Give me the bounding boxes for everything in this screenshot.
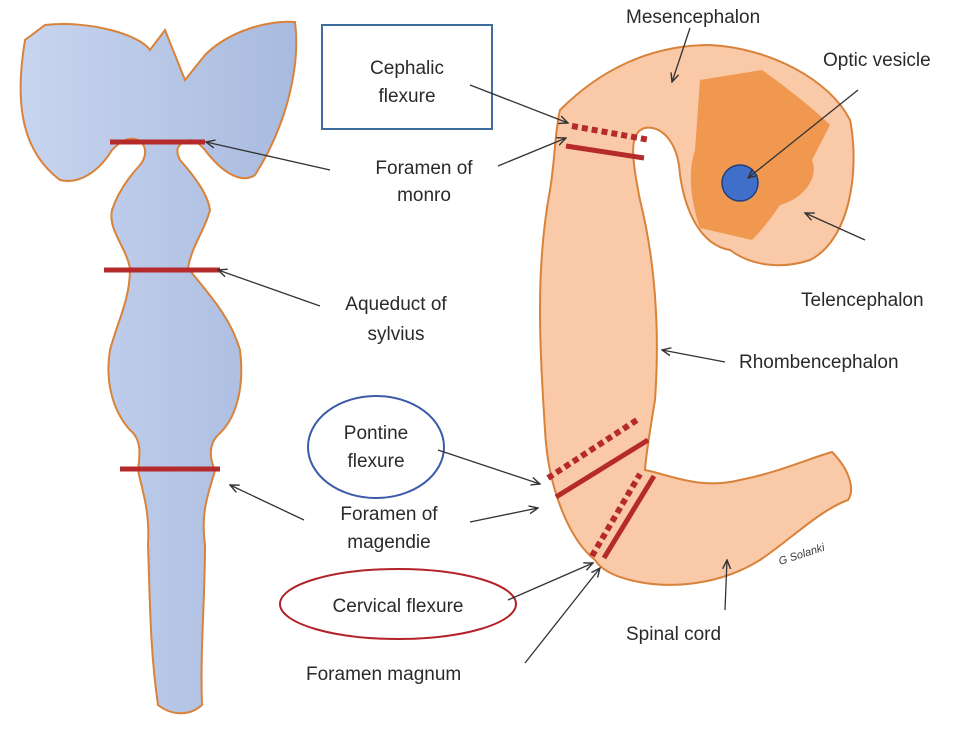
arrow-aqueduct — [218, 270, 320, 306]
label-aqueduct-line1: Aqueduct of — [345, 294, 447, 315]
arrow-cephalic-flexure — [470, 85, 568, 123]
label-telencephalon: Telencephalon — [801, 290, 924, 311]
label-foramen-magendie-line2: magendie — [347, 532, 430, 553]
label-spinal-cord: Spinal cord — [626, 624, 721, 645]
label-cervical-flexure: Cervical flexure — [333, 596, 464, 617]
label-rhombencephalon: Rhombencephalon — [739, 352, 899, 373]
ventricular-system-outline — [21, 22, 297, 713]
arrow-foramen-magnum — [525, 568, 600, 663]
optic-vesicle-shape — [722, 165, 758, 201]
label-foramen-monro-line2: monro — [397, 185, 451, 206]
arrow-magendie-right — [470, 508, 538, 522]
label-foramen-magendie-line1: Foramen of — [340, 504, 438, 525]
pontine-flexure-circle — [308, 396, 444, 498]
label-pontine-flexure-line2: flexure — [347, 451, 404, 472]
arrow-magendie-left — [230, 485, 304, 520]
arrow-pontine-flexure — [438, 450, 540, 484]
arrow-cervical-flexure — [508, 563, 593, 600]
label-cephalic-flexure-line1: Cephalic — [370, 58, 444, 79]
label-foramen-monro-line1: Foramen of — [375, 158, 473, 179]
signature-text: G Solanki — [777, 542, 827, 568]
label-mesencephalon: Mesencephalon — [626, 7, 760, 28]
label-cephalic-flexure-line2: flexure — [378, 86, 435, 107]
label-optic-vesicle: Optic vesicle — [823, 50, 931, 71]
label-foramen-magnum: Foramen magnum — [306, 664, 461, 685]
label-pontine-flexure-line1: Pontine — [344, 423, 408, 444]
label-aqueduct-line2: sylvius — [367, 324, 424, 345]
arrow-rhombencephalon — [662, 350, 725, 362]
